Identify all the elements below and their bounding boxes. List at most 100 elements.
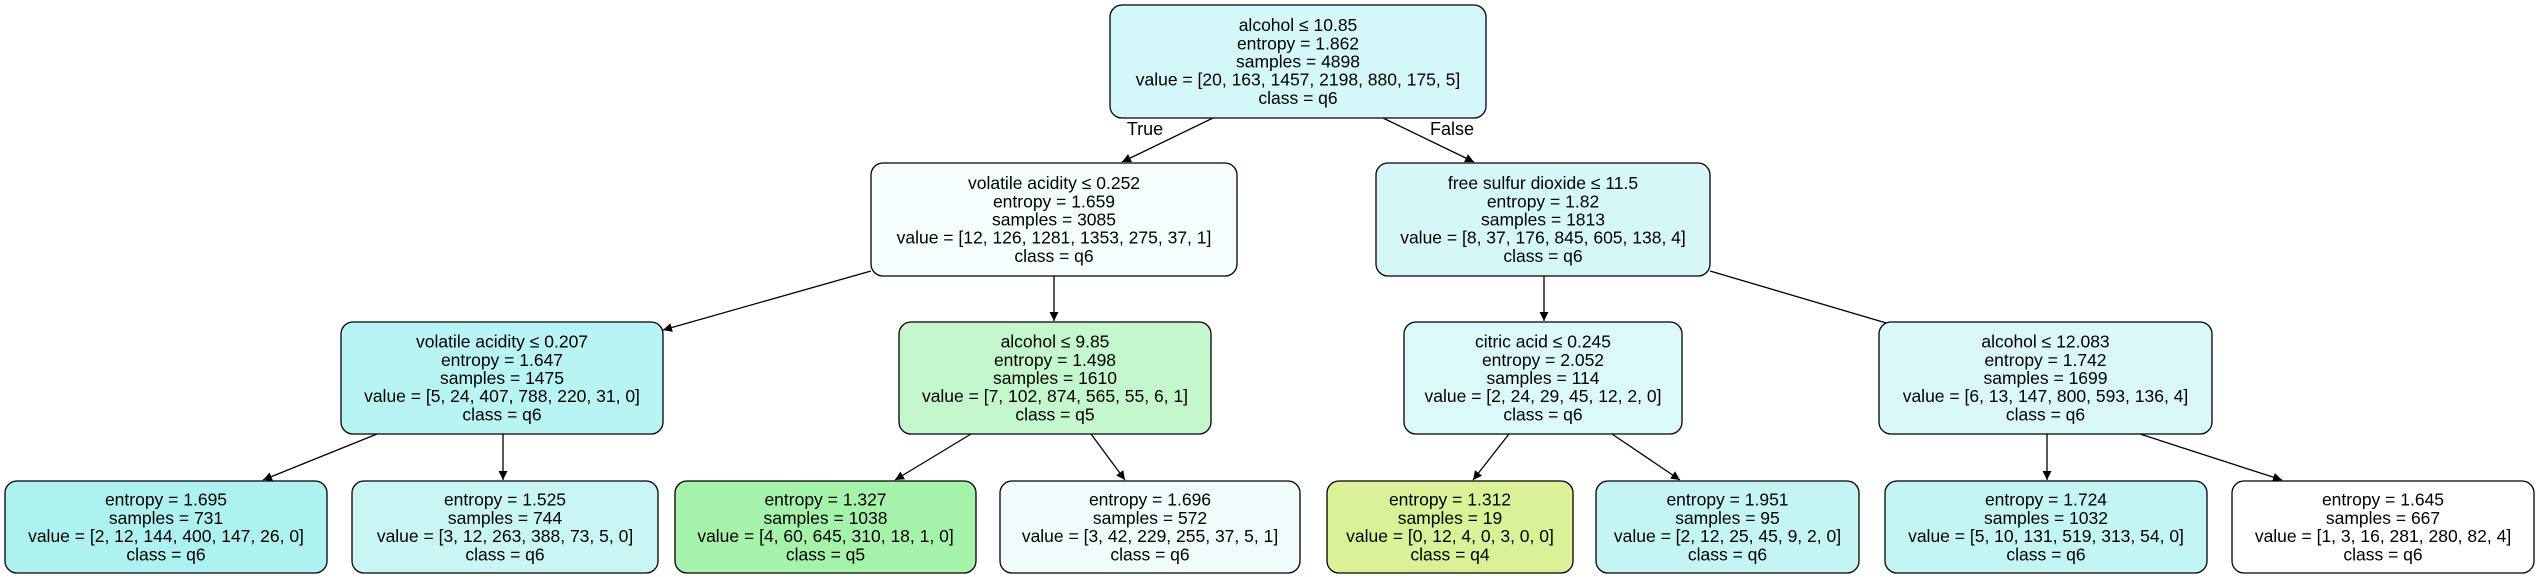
node-line: class = q6 — [1258, 88, 1337, 108]
node-line: value = [5, 24, 407, 788, 220, 31, 0] — [364, 386, 640, 406]
node-line: entropy = 1.724 — [1985, 490, 2107, 510]
node-line: samples = 572 — [1093, 508, 1207, 528]
node-line: class = q6 — [462, 404, 541, 424]
node-line: entropy = 1.742 — [1984, 350, 2106, 370]
node-box — [2231, 480, 2535, 574]
node-box — [1878, 321, 2213, 435]
node-line: class = q6 — [1110, 544, 1189, 564]
node-line: samples = 1610 — [993, 368, 1117, 388]
node-line: class = q6 — [1503, 404, 1582, 424]
node-line: value = [2, 12, 144, 400, 147, 26, 0] — [28, 526, 304, 546]
edge-n0-n1 — [1121, 117, 1214, 163]
node-line: entropy = 1.647 — [441, 350, 563, 370]
edge-n4-n9 — [894, 433, 972, 481]
node-line: value = [6, 13, 147, 800, 593, 136, 4] — [1903, 386, 2189, 406]
node-line: alcohol ≤ 9.85 — [1001, 332, 1110, 352]
node-line: alcohol ≤ 10.85 — [1239, 15, 1358, 35]
node-box — [1595, 480, 1860, 574]
edges-layer — [262, 117, 2283, 482]
node-box — [1109, 4, 1487, 119]
node-line: entropy = 1.695 — [105, 490, 227, 510]
node-line: class = q6 — [126, 544, 205, 564]
node-line: alcohol ≤ 12.083 — [1981, 332, 2109, 352]
node-box — [1403, 321, 1683, 435]
node-line: class = q6 — [465, 544, 544, 564]
edge-n4-n10 — [1090, 433, 1126, 481]
node-line: samples = 667 — [2326, 508, 2440, 528]
node-line: value = [0, 12, 4, 0, 3, 0, 0] — [1346, 526, 1554, 546]
node-line: samples = 1475 — [440, 368, 564, 388]
node-line: samples = 1038 — [763, 508, 887, 528]
node-line: samples = 3085 — [992, 210, 1116, 230]
edge-n0-n2 — [1382, 117, 1475, 163]
edge-n6-n14 — [2139, 433, 2283, 482]
node-line: value = [5, 10, 131, 519, 313, 54, 0] — [1908, 526, 2184, 546]
node-line: entropy = 1.82 — [1487, 191, 1599, 211]
node-box — [674, 480, 977, 574]
node-line: entropy = 1.525 — [444, 490, 566, 510]
node-line: class = q5 — [1015, 404, 1094, 424]
node-line: class = q6 — [1014, 246, 1093, 266]
node-line: citric acid ≤ 0.245 — [1475, 332, 1611, 352]
node-box — [1375, 162, 1711, 277]
edge-n2-n6 — [1709, 270, 1911, 332]
node-line: samples = 1699 — [1983, 368, 2107, 388]
node-box — [870, 162, 1238, 277]
node-line: class = q5 — [786, 544, 865, 564]
node-line: samples = 114 — [1486, 368, 1599, 388]
node-line: samples = 1032 — [1984, 508, 2108, 528]
node-line: samples = 95 — [1675, 508, 1780, 528]
node-box — [351, 480, 659, 574]
node-line: class = q6 — [2006, 544, 2085, 564]
edge-label-false: False — [1430, 119, 1474, 139]
node-line: samples = 731 — [109, 508, 223, 528]
node-line: volatile acidity ≤ 0.252 — [968, 173, 1140, 193]
node-box — [4, 480, 328, 574]
node-line: class = q6 — [2006, 404, 2085, 424]
node-line: value = [2, 24, 29, 45, 12, 2, 0] — [1425, 386, 1662, 406]
edge-labels-layer: True False — [1127, 119, 1474, 139]
edge-n5-n11 — [1472, 433, 1510, 481]
node-line: entropy = 1.645 — [2322, 490, 2444, 510]
node-line: value = [3, 12, 263, 388, 73, 5, 0] — [377, 526, 633, 546]
node-line: value = [3, 42, 229, 255, 37, 5, 1] — [1022, 526, 1278, 546]
node-line: value = [1, 3, 16, 281, 280, 82, 4] — [2255, 526, 2511, 546]
node-line: class = q6 — [2343, 544, 2422, 564]
node-line: volatile acidity ≤ 0.207 — [416, 332, 588, 352]
node-line: entropy = 1.312 — [1389, 490, 1511, 510]
node-line: entropy = 2.052 — [1482, 350, 1604, 370]
node-line: samples = 4898 — [1236, 52, 1360, 72]
node-box — [340, 321, 664, 435]
node-line: value = [8, 37, 176, 845, 605, 138, 4] — [1400, 228, 1686, 248]
node-line: value = [12, 126, 1281, 1353, 275, 37, 1… — [897, 228, 1212, 248]
node-box — [1884, 480, 2208, 574]
node-line: samples = 744 — [448, 508, 563, 528]
node-line: entropy = 1.327 — [764, 490, 886, 510]
node-line: value = [20, 163, 1457, 2198, 880, 175, … — [1136, 70, 1461, 90]
edge-n5-n12 — [1611, 433, 1681, 481]
node-line: entropy = 1.951 — [1666, 490, 1788, 510]
edge-label-true: True — [1127, 119, 1163, 139]
node-line: value = [2, 12, 25, 45, 9, 2, 0] — [1614, 526, 1841, 546]
node-line: class = q6 — [1688, 544, 1767, 564]
node-line: entropy = 1.498 — [994, 350, 1116, 370]
node-line: entropy = 1.659 — [993, 191, 1115, 211]
edge-n1-n3 — [662, 270, 872, 332]
node-line: samples = 1813 — [1481, 210, 1605, 230]
node-line: value = [7, 102, 874, 565, 55, 6, 1] — [922, 386, 1188, 406]
node-line: value = [4, 60, 645, 310, 18, 1, 0] — [697, 526, 953, 546]
